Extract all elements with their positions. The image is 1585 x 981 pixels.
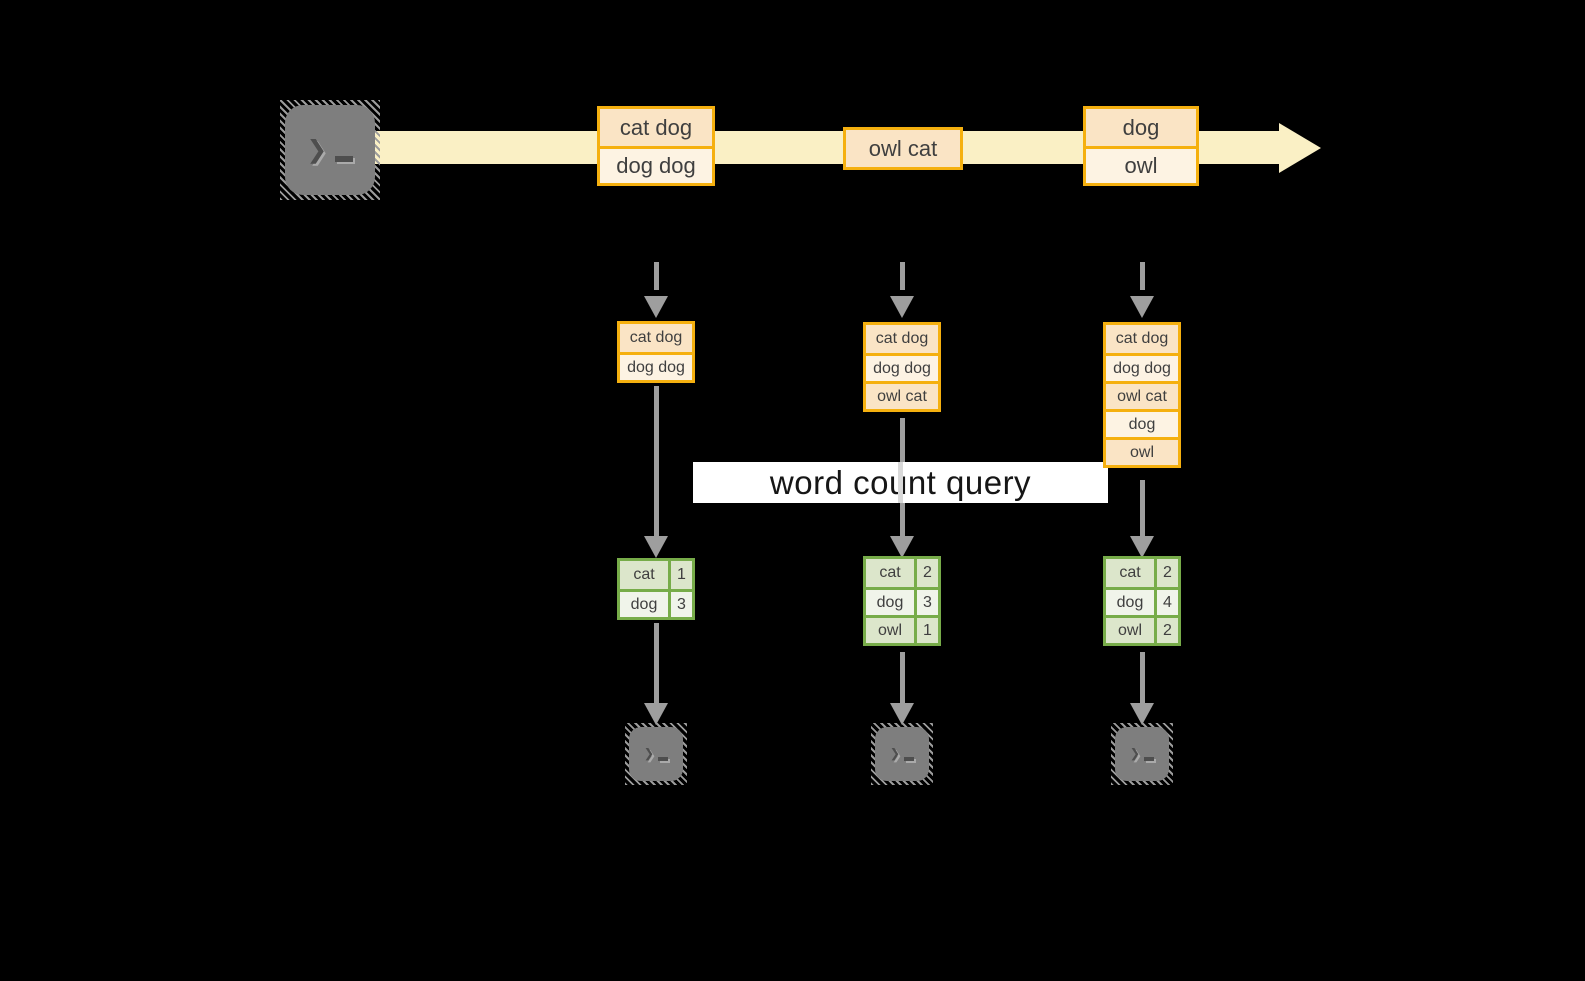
terminal-prompt-icon: ❯	[889, 743, 915, 764]
word-cell: owl	[1117, 621, 1142, 639]
sink-arrowhead-3-icon	[1130, 703, 1154, 725]
stack-row: owl	[1106, 437, 1178, 465]
table-row: cat 2	[866, 559, 938, 587]
stack-row: dog	[1106, 409, 1178, 437]
stack-row: dog dog	[866, 353, 938, 381]
table-row: cat 1	[620, 561, 692, 589]
terminal-icon: ❯	[1115, 727, 1169, 781]
count-cell: 1	[914, 618, 938, 643]
sink-terminal-icon-3: ❯	[1111, 723, 1173, 785]
sink-terminal-icon-1: ❯	[625, 723, 687, 785]
query-arrow-3	[1140, 480, 1145, 538]
sink-arrow-2	[900, 652, 905, 705]
word-cell: dog	[1116, 593, 1144, 611]
underscore-glyph	[658, 756, 669, 761]
batch-record: owl cat	[846, 130, 960, 167]
dashed-arrowhead-2-icon	[890, 296, 914, 318]
table-row: owl 1	[866, 615, 938, 643]
dashed-arrow-1	[654, 262, 659, 290]
dashed-arrow-2	[900, 262, 905, 290]
terminal-prompt-icon: ❯	[643, 743, 669, 764]
batch-record: dog dog	[600, 146, 712, 183]
count-cell: 2	[1154, 618, 1178, 643]
batch-box-1: cat dog dog dog	[597, 106, 715, 186]
count-cell: 1	[668, 561, 692, 589]
word-count-table-3: cat 2 dog 4 owl 2	[1103, 556, 1181, 646]
batch-box-2: owl cat	[843, 127, 963, 170]
word-cell: cat	[1119, 564, 1141, 581]
sink-arrow-1	[654, 623, 659, 705]
batch-box-3: dog owl	[1083, 106, 1199, 186]
query-label-banner: word count query	[693, 462, 1108, 503]
word-cell: owl	[877, 621, 902, 639]
batch-record: owl	[1086, 146, 1196, 183]
stack-row: owl cat	[866, 381, 938, 409]
batch-record: dog	[1086, 109, 1196, 146]
word-cell: dog	[876, 593, 904, 611]
query-arrowhead-3-icon	[1130, 536, 1154, 558]
stack-row: dog dog	[620, 352, 692, 380]
terminal-prompt-icon: ❯	[306, 130, 354, 170]
source-terminal-icon: ❯	[280, 100, 380, 200]
count-cell: 3	[914, 590, 938, 615]
table-row: dog 4	[1106, 587, 1178, 615]
sink-terminal-icon-2: ❯	[871, 723, 933, 785]
dashed-arrowhead-1-icon	[644, 296, 668, 318]
sink-arrowhead-1-icon	[644, 703, 668, 725]
table-row: dog 3	[866, 587, 938, 615]
query-arrowhead-1-icon	[644, 536, 668, 558]
batch-record: cat dog	[600, 109, 712, 146]
query-arrow-1	[654, 386, 659, 538]
word-cell: dog	[630, 595, 658, 613]
arrow-crossing-line	[898, 462, 903, 503]
stack-row: dog dog	[1106, 353, 1178, 381]
underscore-glyph	[1144, 756, 1155, 761]
stack-row: cat dog	[1106, 325, 1178, 353]
dashed-arrow-3	[1140, 262, 1145, 290]
table-row: owl 2	[1106, 615, 1178, 643]
stack-row: cat dog	[620, 324, 692, 352]
chevron-glyph: ❯	[643, 743, 655, 764]
stack-row: cat dog	[866, 325, 938, 353]
terminal-icon: ❯	[629, 727, 683, 781]
input-stack-2: cat dog dog dog owl cat	[863, 322, 941, 412]
sink-arrow-3	[1140, 652, 1145, 705]
count-cell: 3	[668, 592, 692, 617]
input-stack-3: cat dog dog dog owl cat dog owl	[1103, 322, 1181, 468]
terminal-icon: ❯	[285, 105, 375, 195]
table-row: dog 3	[620, 589, 692, 617]
count-cell: 2	[914, 559, 938, 587]
chevron-glyph: ❯	[1129, 743, 1141, 764]
chevron-glyph: ❯	[306, 130, 328, 170]
stream-arrowhead-icon	[1279, 123, 1321, 173]
dashed-arrowhead-3-icon	[1130, 296, 1154, 318]
terminal-prompt-icon: ❯	[1129, 743, 1155, 764]
table-row: cat 2	[1106, 559, 1178, 587]
underscore-glyph	[904, 756, 915, 761]
underscore-glyph	[335, 156, 354, 162]
word-count-table-2: cat 2 dog 3 owl 1	[863, 556, 941, 646]
word-count-table-1: cat 1 dog 3	[617, 558, 695, 620]
count-cell: 2	[1154, 559, 1178, 587]
word-cell: cat	[879, 564, 901, 581]
input-stack-1: cat dog dog dog	[617, 321, 695, 383]
chevron-glyph: ❯	[889, 743, 901, 764]
count-cell: 4	[1154, 590, 1178, 615]
sink-arrowhead-2-icon	[890, 703, 914, 725]
word-cell: cat	[633, 566, 655, 583]
query-arrowhead-2-icon	[890, 536, 914, 558]
terminal-icon: ❯	[875, 727, 929, 781]
stack-row: owl cat	[1106, 381, 1178, 409]
